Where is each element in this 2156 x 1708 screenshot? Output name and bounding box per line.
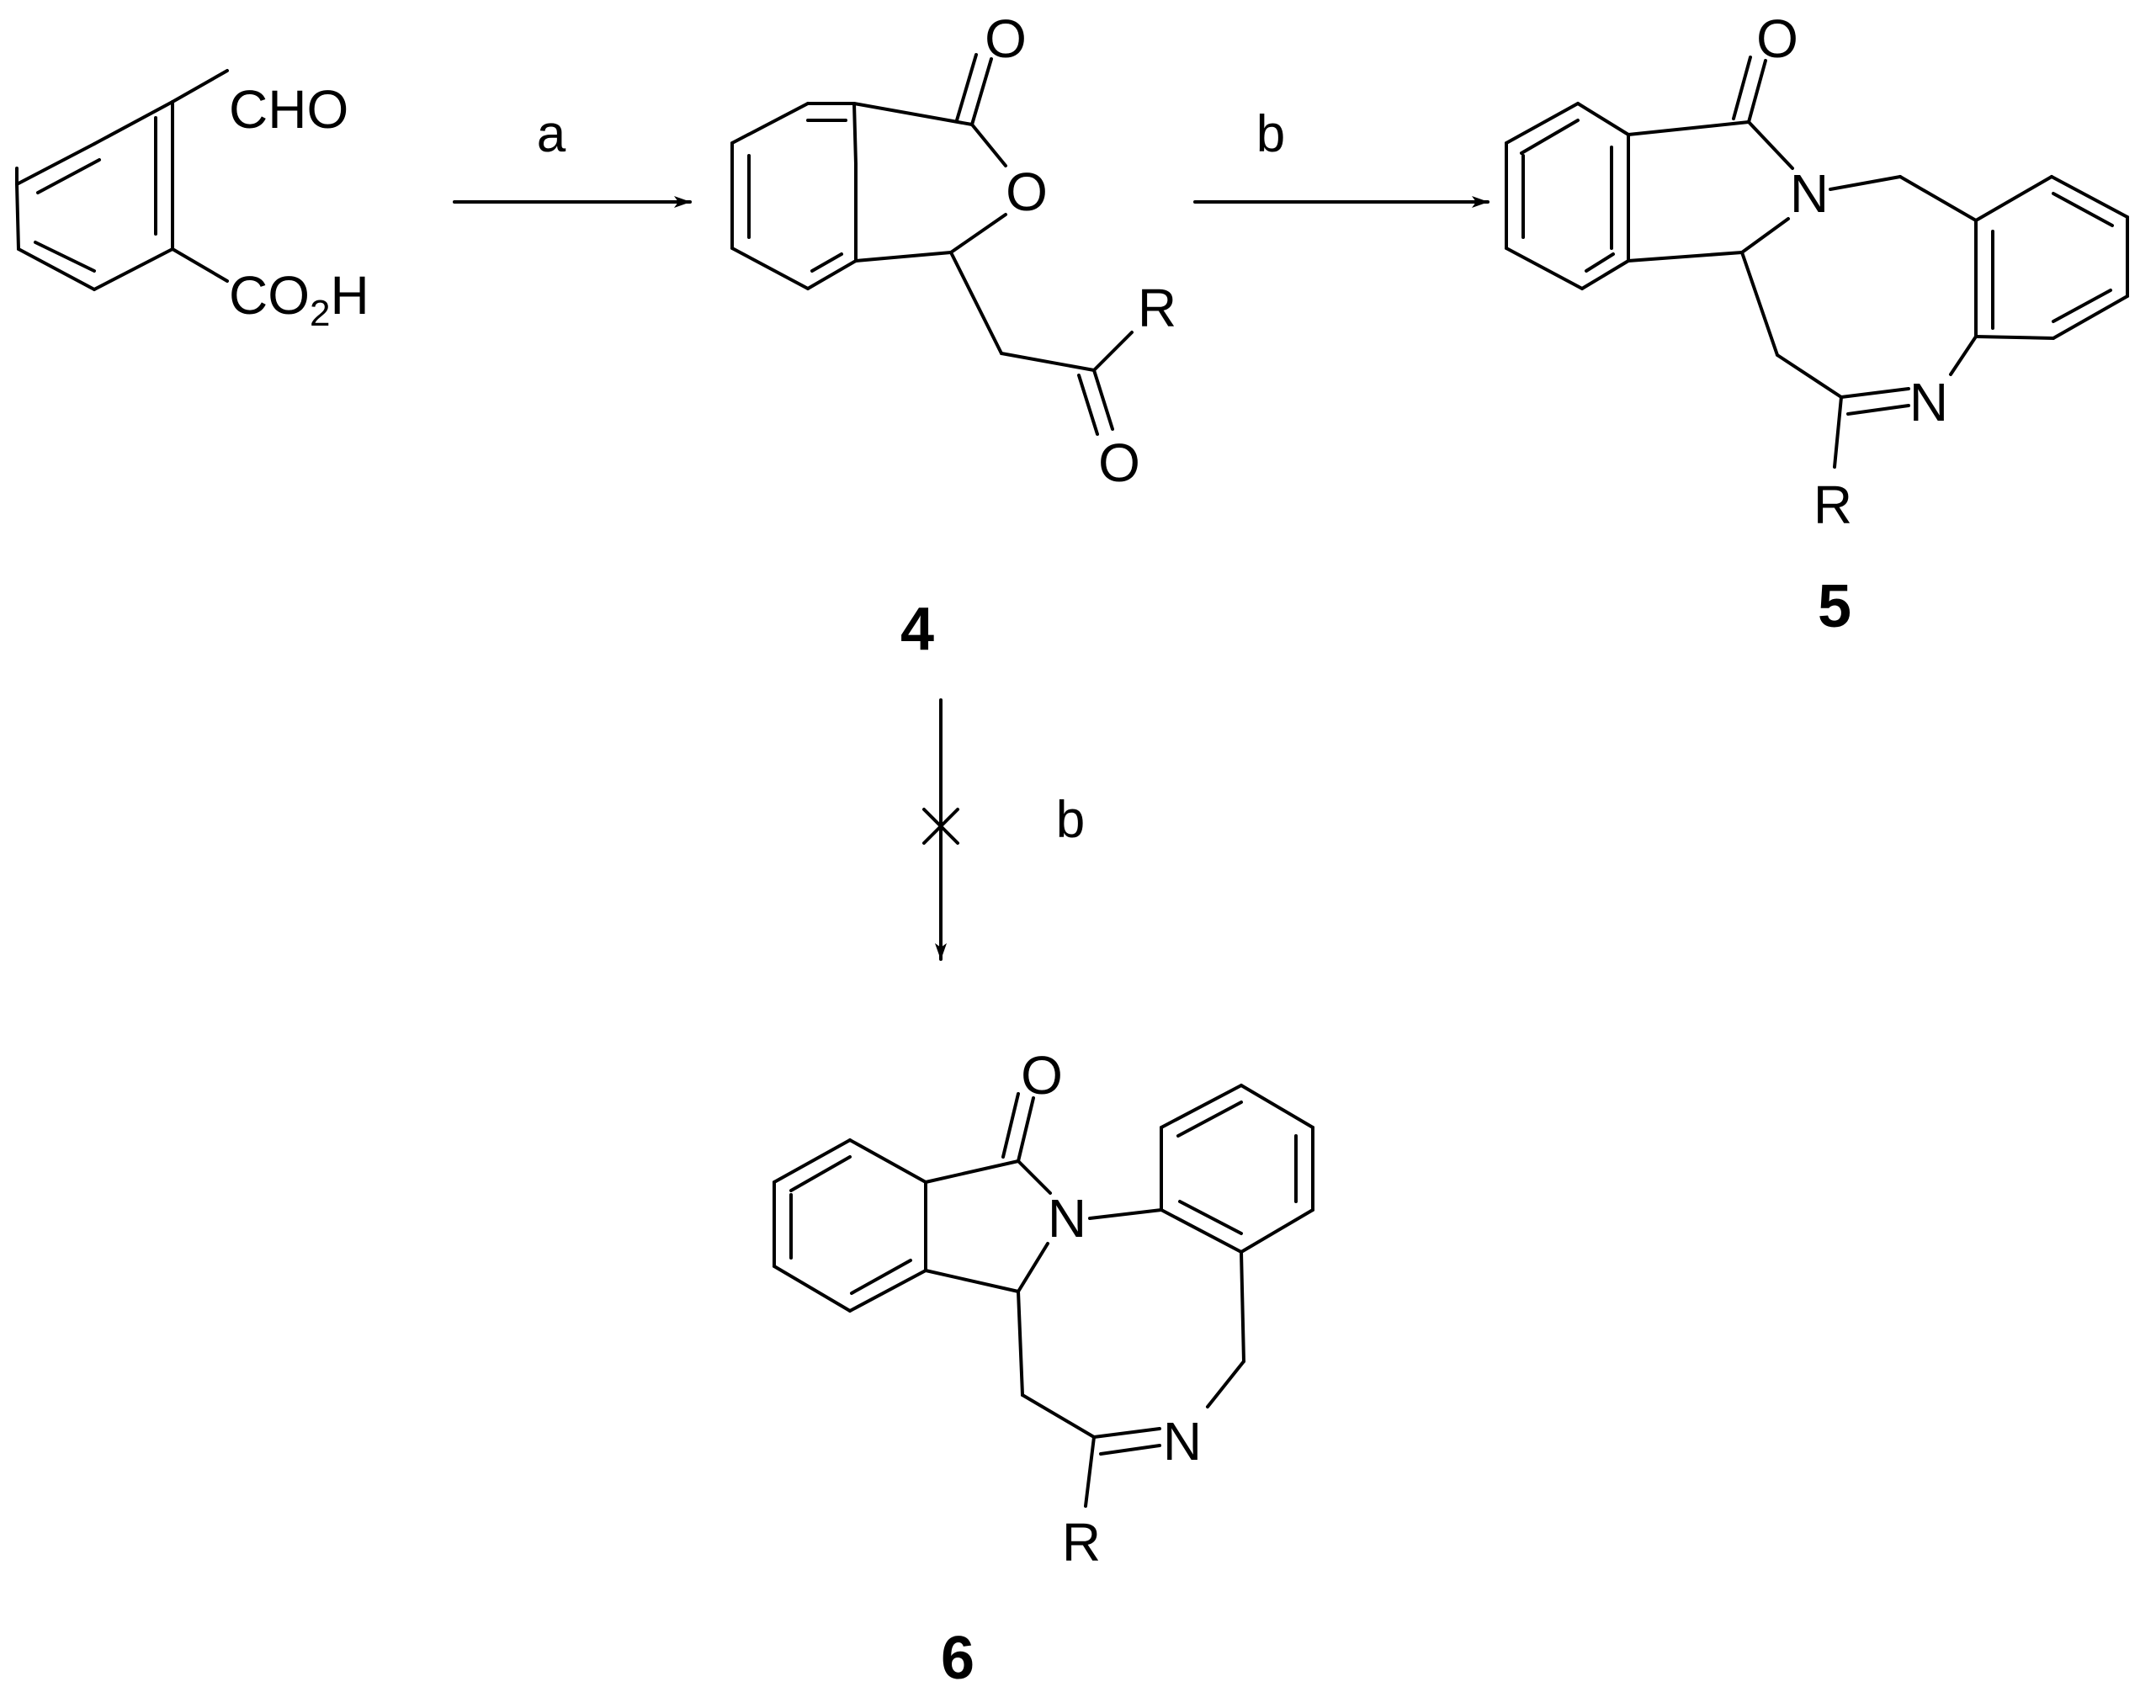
lactam-cn-bond-6: [1017, 1159, 1052, 1195]
compound-6-label: 6: [941, 1625, 974, 1692]
blocked-cross-2: [922, 808, 959, 845]
imine-bond-6: [1092, 1427, 1161, 1439]
lactone-co-bond: [970, 123, 1007, 167]
c3-ch2-bond-6: [1017, 1290, 1024, 1397]
compound-4-ring-o: O: [1006, 162, 1048, 222]
compound-4-label: 4: [900, 596, 934, 663]
acid-h: H: [330, 265, 369, 326]
benzene-ring-5-left: [1505, 102, 1630, 290]
carbonyl-bond-5-inner: [1732, 56, 1752, 120]
carbonyl-bond-6-inner: [1001, 1092, 1020, 1159]
compound-5-r: R: [1813, 475, 1852, 535]
compound-5-label: 5: [1818, 573, 1851, 640]
arrow-step-b-down: b: [922, 698, 1085, 961]
compound-6-structure: O N N R: [773, 1045, 1314, 1573]
c-r-bond-5: [1833, 395, 1843, 469]
aryl-ch2-bond-6: [1240, 1250, 1245, 1363]
carbonyl-bond-4: [970, 57, 993, 126]
lactam-c1-bond-6: [924, 1159, 1020, 1184]
arrow-b-top-label: b: [1256, 105, 1285, 163]
carbonyl-bond-6: [1017, 1096, 1035, 1163]
c3-ch2-bond-5: [1740, 251, 1779, 357]
acid-label: CO2H: [229, 265, 369, 334]
lactone-c3-bond: [854, 251, 953, 263]
side-chain-r-bond: [1092, 331, 1134, 372]
carbonyl-bond-4-inner: [955, 53, 978, 122]
compound-4-r: R: [1138, 278, 1176, 338]
arrow-a-label: a: [537, 105, 566, 163]
c-r-bond-6: [1084, 1435, 1096, 1508]
ch2-cimine-bond-6: [1021, 1393, 1096, 1439]
arrow-b-down-label: b: [1056, 791, 1085, 849]
benzene-ring-5-right: [1974, 175, 2129, 340]
formyl-bond: [171, 69, 229, 103]
starting-material: CHO CO2H: [15, 69, 369, 334]
imine-bond-6-inner: [1099, 1444, 1161, 1456]
lactone-c1-bond: [852, 102, 974, 126]
lactam-c1-bond-5: [1627, 120, 1750, 136]
lactam-nc3-bond-6: [1017, 1242, 1049, 1293]
compound-6-amide-n: N: [1048, 1188, 1086, 1249]
imine-bond-5-inner: [1846, 404, 1910, 416]
compound-5-amide-n: N: [1790, 163, 1829, 224]
benzene-ring-6-right: [1160, 1084, 1314, 1254]
lactam-nc3-bond-5: [1740, 217, 1790, 254]
compound-5-imine-n: N: [1909, 372, 1948, 432]
carbonyl-bond-5: [1747, 59, 1767, 124]
n-aryl-bond-5: [1949, 335, 1978, 376]
compound-5-carbonyl-o: O: [1756, 8, 1798, 69]
side-chain-cc: [1000, 352, 1096, 372]
n-aryl-bond-6: [1088, 1208, 1163, 1220]
lactone-oc3-bond: [949, 213, 1007, 254]
lactam-c3-bond-5: [1627, 251, 1744, 263]
lactam-cn-bond-5: [1747, 120, 1794, 170]
n-ch2-bond-5: [1829, 175, 1902, 191]
benzene-ring-6-left: [773, 1138, 927, 1313]
compound-6-imine-n: N: [1163, 1411, 1202, 1472]
compound-6-r: R: [1062, 1512, 1101, 1573]
ch2-cimine-bond-5: [1776, 353, 1843, 399]
compound-4-carbonyl-o: O: [985, 8, 1027, 69]
ch2-aryl-bond-5: [1898, 175, 1978, 222]
compound-5-structure: O N N R: [1505, 8, 2129, 535]
aldehyde-label: CHO: [229, 79, 348, 140]
ch2-n-bond-6: [1206, 1360, 1245, 1408]
acid-co: CO: [229, 265, 310, 326]
side-chain-co-bond: [1092, 369, 1114, 431]
side-chain-ch2: [949, 251, 1003, 355]
benzene-ring-starting: [15, 100, 174, 291]
side-chain-co-bond-inner: [1077, 374, 1099, 436]
compound-6-carbonyl-o: O: [1021, 1045, 1063, 1106]
compound-4-structure: O O R O: [730, 8, 1176, 493]
carboxyl-bond: [171, 247, 229, 283]
arrow-step-a: a: [453, 105, 692, 208]
lactam-c3-bond-6: [924, 1269, 1020, 1293]
benzene-ring-4: [730, 102, 858, 290]
imine-bond-5: [1840, 387, 1910, 399]
acid-subscript: 2: [310, 293, 330, 334]
compound-4-side-o: O: [1098, 432, 1140, 493]
arrow-step-b-top: b: [1193, 105, 1490, 208]
